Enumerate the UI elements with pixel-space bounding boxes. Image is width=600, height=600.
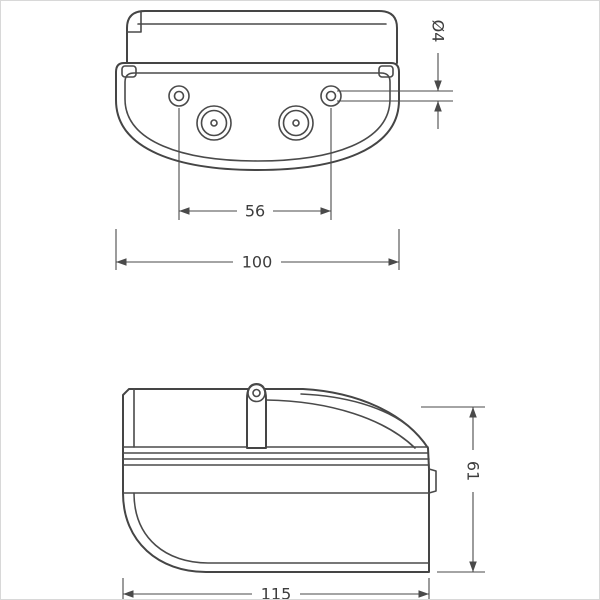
front-width-label: 100 [242, 253, 273, 272]
left-boss-outer [196, 105, 232, 141]
dimension-side-height: 61 [421, 406, 485, 573]
right-mounting-hole-inner [325, 90, 337, 102]
right-boss-middle [282, 109, 310, 137]
side-body-outline [122, 388, 430, 573]
hole-diameter-label: Ø4 [429, 20, 448, 43]
arrow-down-icon [434, 80, 442, 91]
left-boss-center [210, 119, 218, 127]
front-right-clip [378, 65, 394, 78]
hinge-pivot-outer [247, 383, 266, 403]
right-boss-center [292, 119, 300, 127]
side-width-label: 115 [261, 585, 292, 600]
front-body-inner-rim [124, 72, 391, 162]
front-view [115, 10, 400, 171]
dim-label-bg [233, 251, 281, 273]
hole-spacing-label: 56 [245, 202, 265, 221]
side-cover-curve-inner [265, 399, 416, 449]
side-cover-curve-detail [300, 393, 408, 426]
dimension-side-width: 115 [122, 578, 430, 600]
front-left-clip [121, 65, 137, 78]
side-right-clip [428, 468, 437, 494]
front-plate-notch [126, 10, 142, 33]
left-boss-middle [200, 109, 228, 137]
dim-label-bg [427, 12, 449, 50]
dimension-hole-spacing: 56 [178, 108, 332, 222]
arrow-right-icon [388, 258, 399, 266]
dim-label-bg [237, 200, 273, 222]
arrow-right-icon [418, 590, 429, 598]
hinge-tab [246, 383, 267, 449]
side-height-label: 61 [464, 461, 483, 481]
hinge-pivot-inner [252, 388, 261, 398]
dim-label-bg [252, 583, 300, 599]
dimension-hole-diameter: Ø4 [337, 12, 453, 129]
left-mounting-hole-inner [173, 90, 185, 102]
arrow-up-icon [469, 407, 477, 418]
side-view [122, 383, 437, 573]
right-boss-outer [278, 105, 314, 141]
front-plate-outline [126, 10, 398, 64]
dimension-front-width: 100 [115, 229, 400, 273]
arrow-left-icon [116, 258, 127, 266]
arrow-up-icon [434, 101, 442, 112]
arrow-left-icon [123, 590, 134, 598]
arrow-left-icon [179, 207, 190, 215]
dim-label-bg [462, 450, 484, 492]
arrow-down-icon [469, 561, 477, 572]
side-bottom-inner-line [133, 492, 430, 564]
arrow-right-icon [320, 207, 331, 215]
right-mounting-hole-outer [320, 85, 342, 107]
front-body-outline [115, 62, 400, 171]
left-mounting-hole-outer [168, 85, 190, 107]
